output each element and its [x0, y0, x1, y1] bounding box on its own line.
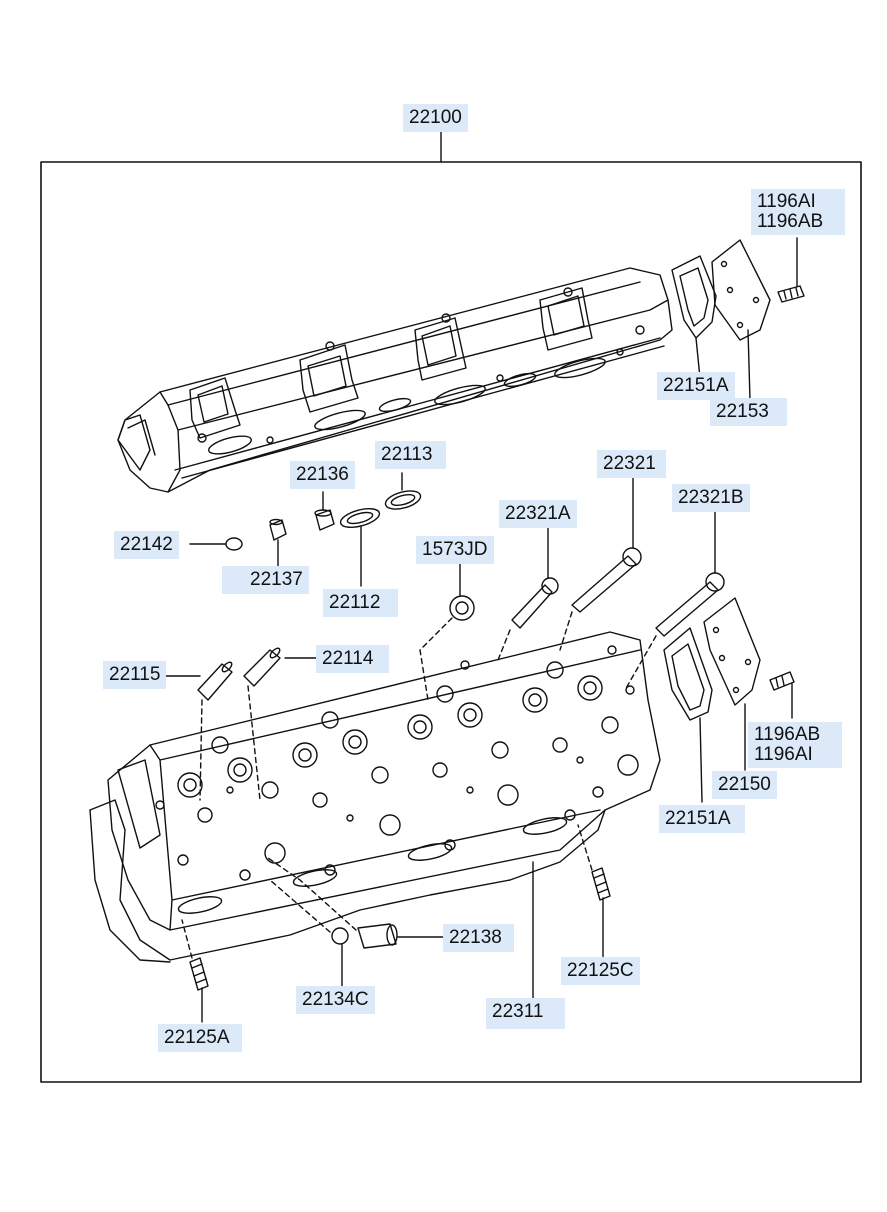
seal-22112 — [339, 507, 381, 529]
label-22112: 22112 — [323, 589, 399, 617]
upper-gasket-22151a — [671, 255, 717, 339]
label-22150: 22150 — [712, 771, 777, 799]
label-1196ai-top: 1196AI — [757, 191, 816, 212]
bolt-22321a — [511, 577, 559, 629]
upper-cylinder-head — [117, 267, 673, 493]
upper-bolt-1196 — [777, 285, 805, 303]
guide-22115 — [197, 661, 233, 701]
dowel-22125a — [189, 957, 209, 991]
label-1196ab-bottom: 1196AB — [754, 724, 821, 745]
bolt-22321 — [571, 547, 642, 613]
label-1573jd: 1573JD — [416, 536, 494, 564]
upper-cover-22153 — [711, 239, 771, 341]
assembly-frame — [40, 161, 862, 1083]
label-1196ab-top: 1196AB — [757, 211, 824, 232]
plug-22142 — [225, 537, 243, 551]
label-22100: 22100 — [403, 104, 468, 132]
label-1196ai-bottom: 1196AI — [754, 744, 813, 765]
label-22125c: 22125C — [561, 957, 640, 985]
label-22137: 22137 — [222, 566, 309, 594]
plug-22138 — [357, 923, 398, 949]
label-22321b: 22321B — [672, 484, 750, 512]
label-22136: 22136 — [290, 461, 355, 489]
label-1196ai-1196ab-top: 1196AI 1196AB — [751, 189, 846, 235]
lower-bolt-1196 — [769, 671, 795, 691]
label-1196ab-1196ai-bottom: 1196AB 1196AI — [748, 722, 843, 768]
label-22151a-bottom: 22151A — [659, 805, 745, 833]
label-22113: 22113 — [375, 441, 447, 469]
label-22114: 22114 — [316, 645, 390, 673]
label-22142: 22142 — [114, 531, 179, 559]
label-22138: 22138 — [443, 924, 514, 952]
label-22153: 22153 — [710, 398, 787, 426]
label-22151a-top: 22151A — [657, 372, 735, 400]
label-22311: 22311 — [486, 998, 566, 1029]
guide-22114 — [243, 647, 281, 687]
label-22115: 22115 — [103, 661, 167, 689]
label-22321a: 22321A — [499, 500, 577, 528]
plug-22134c — [331, 927, 349, 945]
cap-22136 — [314, 509, 335, 531]
lower-cylinder-head — [89, 631, 661, 963]
label-22321: 22321 — [597, 450, 666, 478]
seal-1573jd — [449, 595, 475, 621]
bolt-22321b — [655, 572, 725, 637]
dowel-22125c — [591, 867, 611, 901]
plug-22137 — [269, 518, 287, 541]
lower-gasket-22151a — [663, 627, 713, 721]
label-22125a: 22125A — [158, 1024, 242, 1052]
seal-22113 — [384, 490, 422, 510]
label-22134c: 22134C — [296, 986, 375, 1014]
lower-cover-22150 — [703, 597, 761, 706]
